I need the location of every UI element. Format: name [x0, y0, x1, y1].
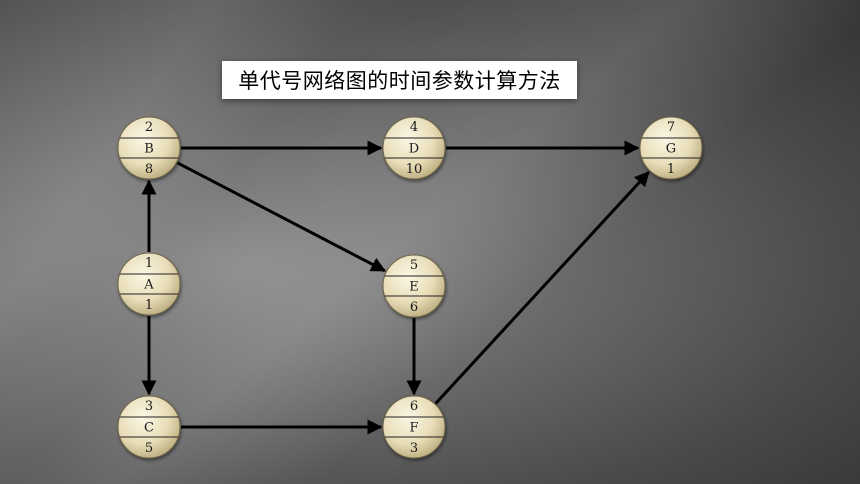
node-c: 3C 5 [117, 395, 181, 459]
node-label: B [144, 142, 154, 157]
node-g: 7G 1 [639, 116, 703, 180]
node-label: F [409, 421, 418, 436]
node-circle [382, 254, 446, 318]
node-label: D [409, 142, 419, 157]
node-bottom-value: 1 [667, 162, 675, 177]
node-bottom-value: 10 [406, 162, 423, 177]
node-bottom-value: 3 [410, 441, 418, 456]
diagram-title: 单代号网络图的时间参数计算方法 [222, 61, 577, 99]
node-label: A [143, 278, 154, 293]
node-circle [382, 395, 446, 459]
node-top-value: 7 [667, 120, 675, 135]
node-bottom-value: 1 [145, 298, 153, 313]
node-circle [639, 116, 703, 180]
node-top-value: 4 [410, 120, 418, 135]
node-label: G [666, 142, 676, 157]
node-b: 2B 8 [117, 116, 181, 180]
arrow-b-to-e [176, 161, 387, 273]
node-top-value: 2 [145, 120, 153, 135]
node-d: 4D 10 [382, 116, 446, 180]
node-circle [117, 395, 181, 459]
node-top-value: 3 [145, 399, 153, 414]
node-top-value: 5 [410, 258, 418, 273]
arrow-f-to-g [434, 171, 650, 405]
diagram-title-text: 单代号网络图的时间参数计算方法 [238, 69, 561, 93]
node-top-value: 1 [145, 256, 153, 271]
node-e: 5E 6 [382, 254, 446, 318]
node-f: 6F 3 [382, 395, 446, 459]
edges-layer [141, 140, 650, 435]
node-label: E [409, 280, 419, 295]
node-bottom-value: 5 [145, 441, 153, 456]
node-bottom-value: 6 [410, 300, 418, 315]
node-top-value: 6 [410, 399, 418, 414]
node-a: 1A1 [117, 252, 181, 316]
node-circle [117, 252, 181, 316]
node-circle [117, 116, 181, 180]
node-label: C [144, 421, 154, 436]
node-circle [382, 116, 446, 180]
node-bottom-value: 8 [145, 162, 153, 177]
